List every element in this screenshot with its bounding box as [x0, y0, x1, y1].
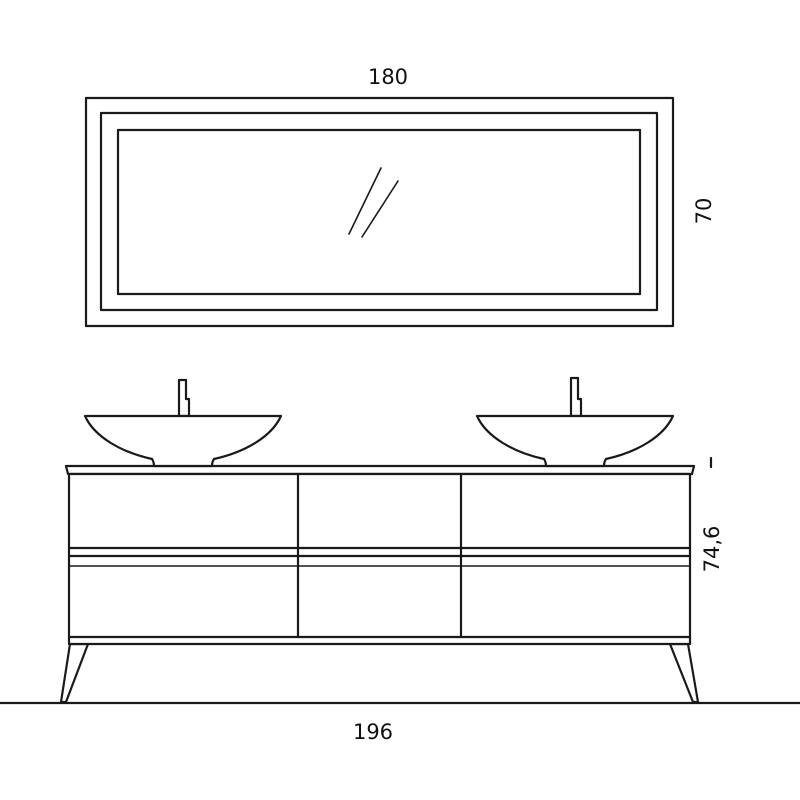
mirror-reflection-mark-2 [361, 180, 399, 238]
left-faucet [177, 378, 191, 418]
left-leg [59, 642, 90, 704]
left-basin-group [83, 378, 283, 468]
cabinet-height-label: 74,6 [700, 526, 724, 573]
mirror-glass [116, 128, 642, 296]
cabinet-legs [59, 642, 700, 704]
right-basin [475, 414, 675, 468]
mirror [84, 96, 675, 328]
right-basin-group [475, 376, 675, 468]
mirror-reflection-mark-1 [348, 167, 382, 235]
mirror-outer-frame [84, 96, 675, 328]
mirror-width-label: 180 [368, 65, 408, 89]
right-leg [668, 642, 700, 704]
mirror-middle-frame [99, 111, 659, 312]
cabinet-body [67, 472, 692, 646]
countertop [64, 464, 696, 476]
left-basin [83, 414, 283, 468]
right-faucet [569, 376, 583, 418]
cabinet-width-label: 196 [353, 720, 393, 744]
vanity-cabinet [64, 464, 696, 646]
mirror-height-label: 70 [692, 198, 716, 225]
